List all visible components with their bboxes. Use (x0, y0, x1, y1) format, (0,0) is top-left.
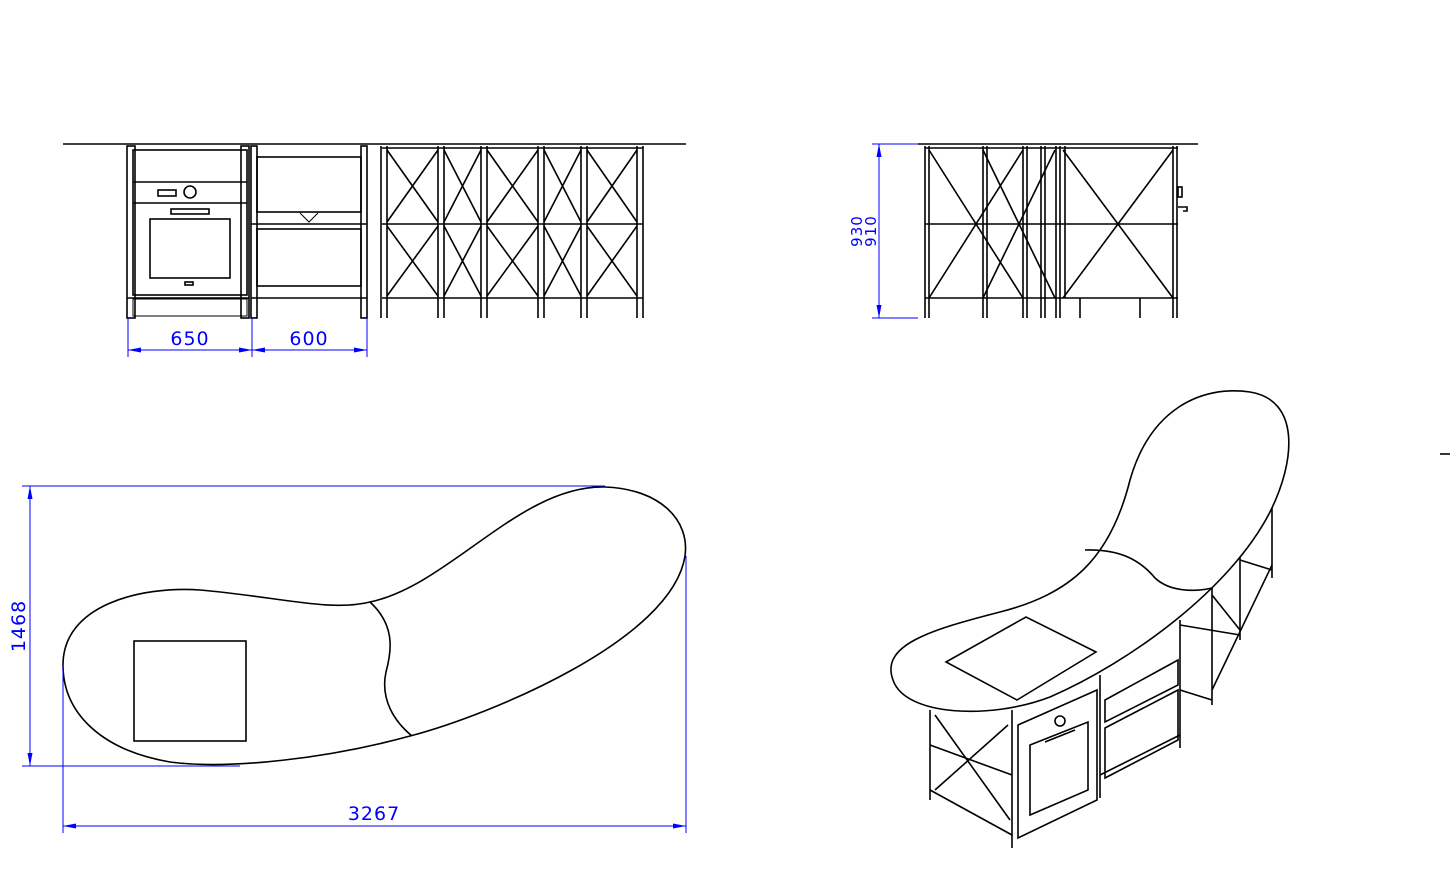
oven-door-window (149, 218, 231, 279)
oven-knob-icon (183, 185, 197, 199)
dim-1468: 1468 (8, 600, 30, 652)
iso-frames (929, 505, 1273, 848)
dim-600: 600 (289, 328, 328, 350)
cross-brace (586, 149, 638, 223)
countertop-outline (62, 486, 687, 766)
plan-view (62, 486, 687, 766)
front-view (63, 143, 686, 319)
drawer-cabinet (250, 145, 368, 319)
isometric-view (890, 390, 1290, 848)
iso-cooktop-cutout (944, 616, 1098, 701)
cross-brace (928, 149, 1024, 299)
cross-brace (386, 225, 439, 297)
cross-brace (486, 149, 539, 223)
plan-dimensions: 1468 3267 (8, 485, 687, 833)
front-dimensions: 650 600 (127, 318, 368, 357)
iso-oven-cabinet (1017, 688, 1098, 840)
cross-brace (543, 149, 582, 223)
cross-brace (386, 149, 439, 223)
open-rack-frames (380, 146, 644, 318)
cross-brace (443, 149, 482, 223)
iso-drawer-top (1104, 658, 1179, 724)
cooktop-cutout (133, 640, 247, 742)
countertop-seam (369, 601, 413, 737)
oven-handle (170, 208, 210, 215)
iso-oven-window (1029, 720, 1089, 817)
cross-brace (543, 225, 582, 297)
cross-brace (1062, 149, 1174, 299)
cross-brace (486, 225, 539, 297)
iso-drawer-bottom (1104, 688, 1179, 780)
cross-brace (982, 149, 1056, 299)
iso-oven-knob-icon (1054, 715, 1066, 727)
dim-930: 930 (848, 215, 866, 247)
iso-countertop-seam (1084, 549, 1213, 592)
oven-cabinet (126, 145, 250, 319)
cross-brace (443, 225, 482, 297)
dim-910: 910 (862, 215, 880, 247)
side-view (918, 143, 1198, 318)
control-panel-icon (157, 189, 177, 197)
dim-650: 650 (170, 328, 209, 350)
side-dimensions: 930 910 (848, 143, 918, 319)
iso-countertop (890, 390, 1290, 713)
dim-3267: 3267 (348, 803, 400, 825)
cross-brace (586, 225, 638, 297)
